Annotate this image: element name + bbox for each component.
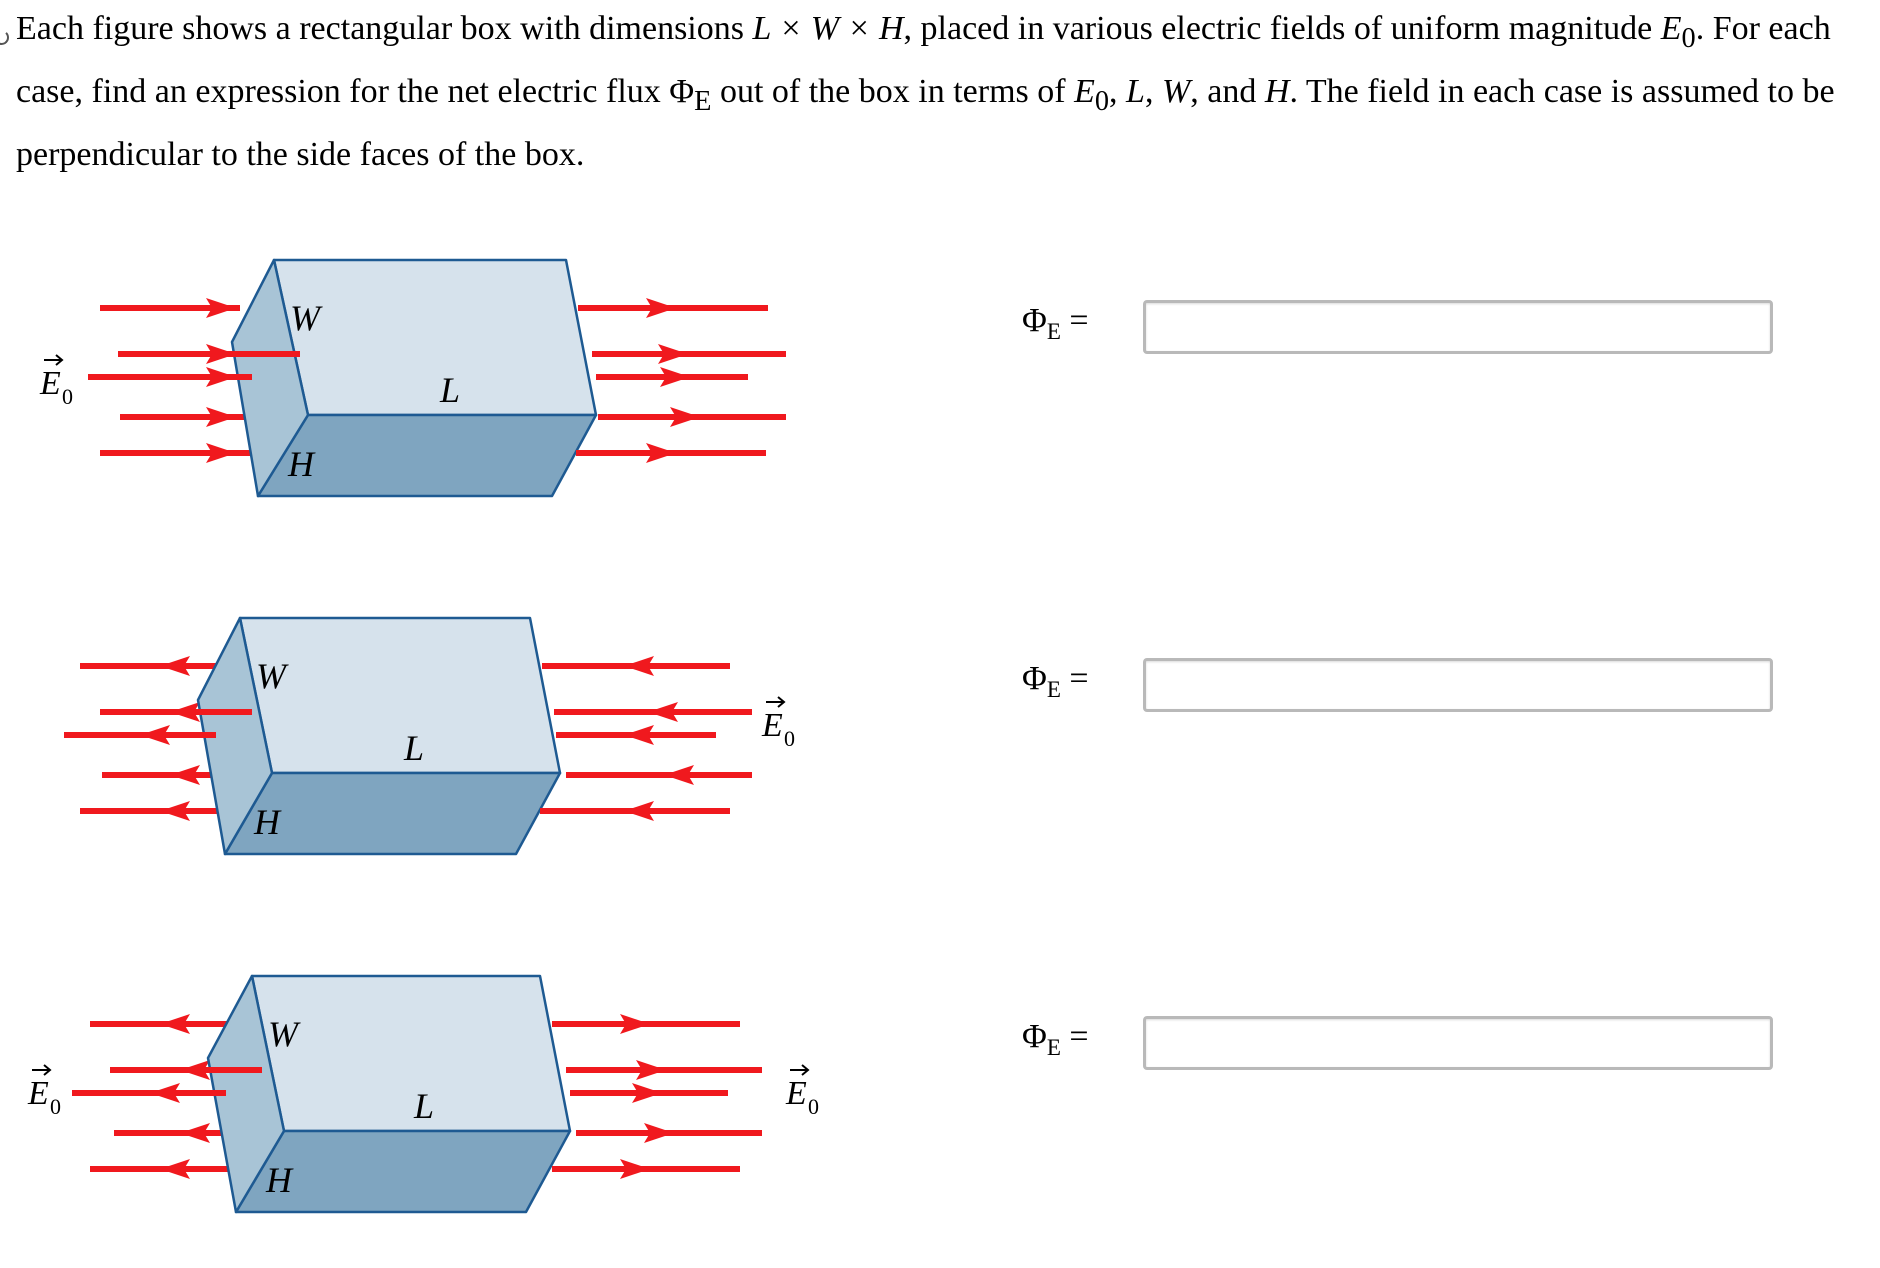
label-e0-right: E: [761, 707, 783, 744]
box-diagram-2: W L H E 0: [64, 616, 795, 856]
field-arrowhead: [206, 298, 236, 318]
label-h: H: [253, 802, 282, 842]
box-top-face: [272, 258, 598, 417]
field-arrowhead: [646, 298, 676, 318]
field-arrowhead: [170, 702, 200, 722]
label-l: L: [439, 370, 460, 410]
box-side-face: [230, 258, 310, 498]
box-top-face: [250, 974, 572, 1133]
field-arrowhead: [632, 1083, 662, 1103]
field-lines-front-3: [208, 1067, 262, 1096]
svg-text:0: 0: [50, 1094, 61, 1119]
field-arrowhead: [658, 344, 688, 364]
field-arrowhead: [150, 1083, 180, 1103]
field-lines-front-2: [198, 709, 252, 738]
svg-text:0: 0: [808, 1094, 819, 1119]
field-arrowhead: [180, 1123, 210, 1143]
vector-arrow-icon: [766, 696, 786, 708]
field-arrowhead: [160, 1014, 190, 1034]
label-e0-right: E: [785, 1075, 807, 1112]
flux-answer-input-2[interactable]: [1143, 658, 1773, 712]
figure-box-field-right: W L H E 0: [0, 232, 900, 552]
field-arrowhead: [160, 801, 190, 821]
field-lines-right-3: [552, 1014, 762, 1179]
field-arrowhead: [660, 367, 690, 387]
field-arrowhead: [620, 1159, 650, 1179]
label-e0-left: E: [39, 365, 61, 402]
figure-box-field-outward: W L H E 0 E 0: [0, 948, 900, 1268]
field-arrowhead: [636, 1060, 666, 1080]
field-lines-right-2: [540, 656, 752, 821]
box-diagram-1: W L H E 0: [39, 258, 786, 498]
label-w: W: [290, 298, 323, 338]
field-arrowhead: [206, 443, 236, 463]
field-arrowhead: [160, 1159, 190, 1179]
field-lines-right-1: [576, 298, 786, 463]
field-arrowhead: [160, 656, 190, 676]
label-e0-left: E: [27, 1075, 49, 1112]
scroll-marker-icon: [0, 30, 9, 45]
field-arrowhead: [646, 443, 676, 463]
vector-arrow-icon: [32, 1064, 52, 1076]
field-lines-front-1: [230, 351, 300, 380]
field-arrowhead: [624, 656, 654, 676]
field-lines-left-1: [88, 298, 292, 463]
label-w: W: [268, 1014, 301, 1054]
field-arrowhead: [648, 702, 678, 722]
field-arrowhead: [180, 1060, 210, 1080]
field-lines-left-2: [64, 656, 252, 821]
label-w: W: [256, 656, 289, 696]
flux-label-2: ΦE =: [1022, 660, 1089, 702]
field-arrowhead: [620, 1014, 650, 1034]
field-arrowhead: [644, 1123, 674, 1143]
label-l: L: [403, 728, 424, 768]
label-h: H: [265, 1160, 294, 1200]
box-side-face: [196, 616, 274, 856]
field-arrowhead: [206, 367, 236, 387]
flux-label-1: ΦE =: [1022, 302, 1089, 344]
field-arrowhead: [624, 725, 654, 745]
label-l: L: [413, 1086, 434, 1126]
field-arrowhead: [624, 801, 654, 821]
vector-arrow-icon: [44, 354, 64, 366]
label-h: H: [287, 444, 316, 484]
field-arrowhead: [170, 765, 200, 785]
flux-answer-input-3[interactable]: [1143, 1016, 1773, 1070]
dims-expression: L × W × H: [752, 10, 904, 47]
field-arrowhead: [206, 407, 236, 427]
svg-text:0: 0: [62, 384, 73, 409]
field-arrowhead: [670, 407, 700, 427]
field-arrowhead: [140, 725, 170, 745]
field-arrowhead: [664, 765, 694, 785]
field-arrowhead: [206, 344, 236, 364]
figure-box-field-left: W L H E 0: [0, 590, 900, 910]
box-side-face: [206, 974, 286, 1214]
box-diagram-3: W L H E 0 E 0: [27, 974, 819, 1214]
flux-label-3: ΦE =: [1022, 1018, 1089, 1060]
svg-text:0: 0: [784, 726, 795, 751]
vector-arrow-icon: [790, 1064, 810, 1076]
flux-answer-input-1[interactable]: [1143, 300, 1773, 354]
box-top-face: [238, 616, 562, 775]
question-text: Each figure shows a rectangular box with…: [16, 10, 1835, 173]
